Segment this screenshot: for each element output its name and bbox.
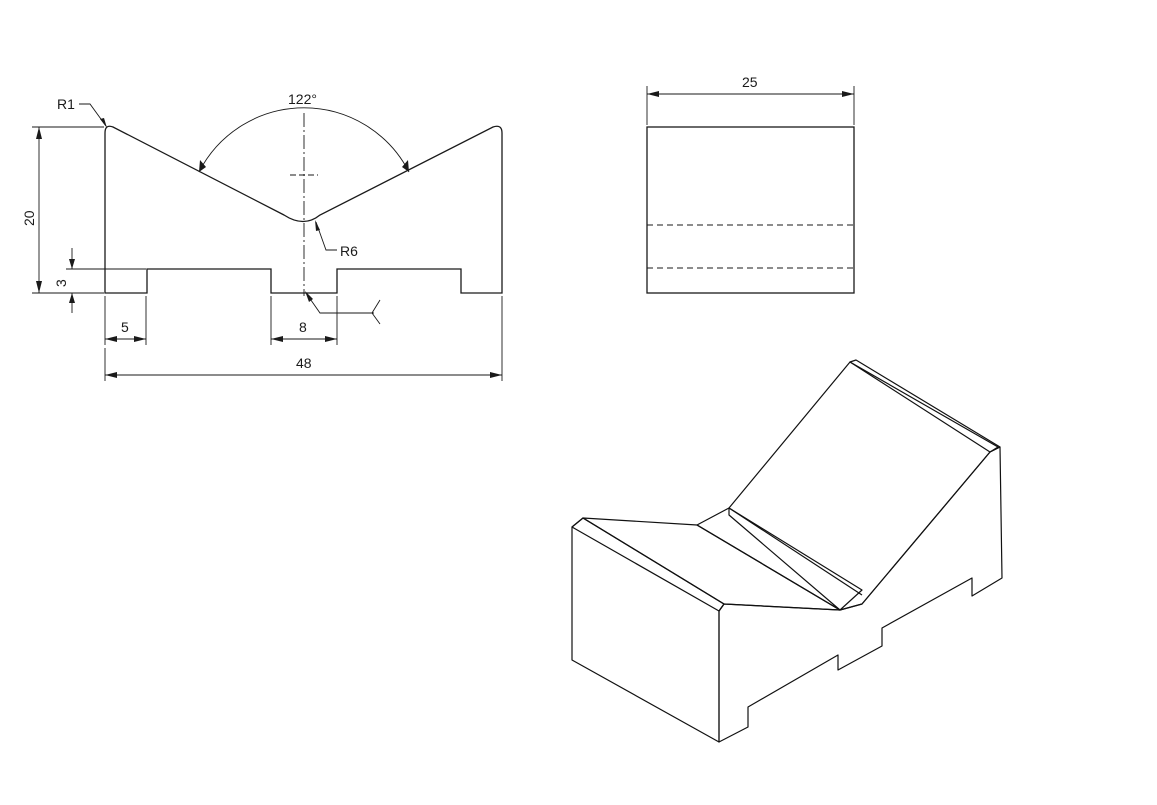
- side-depth-label: 25: [742, 74, 758, 90]
- slot-label: 8: [299, 319, 307, 335]
- iso-left-face: [571, 517, 725, 743]
- foot-arrow-right: [134, 336, 146, 342]
- foot-label: 5: [121, 319, 129, 335]
- side-view: 25: [646, 74, 855, 294]
- height-arrow-bottom: [36, 281, 42, 293]
- iso-right-round: [849, 359, 1001, 453]
- depth-arrow-bottom: [69, 293, 75, 303]
- surface-finish-leader: [305, 292, 374, 314]
- depth-arrow-top: [69, 259, 75, 269]
- groove-radius-label: R6: [340, 243, 358, 259]
- iso-right-slope: [728, 361, 999, 611]
- iso-tangent-line-1: [696, 524, 841, 611]
- groove-radius-leader: [315, 221, 337, 251]
- slot-arrow-left: [271, 336, 283, 342]
- radius-top-leader: [79, 103, 107, 127]
- height-arrow-top: [36, 127, 42, 139]
- side-arrow-left: [647, 91, 659, 97]
- angle-label: 122°: [288, 91, 317, 107]
- isometric-view: [571, 359, 1003, 743]
- overall-arrow-left: [105, 372, 117, 378]
- depth-label: 3: [53, 279, 69, 287]
- foot-arrow-left: [105, 336, 117, 342]
- angle-arrow-left: [199, 160, 206, 172]
- surface-finish-symbol: [371, 299, 381, 325]
- slot-arrow-right: [325, 336, 337, 342]
- iso-left-round: [571, 517, 725, 612]
- front-view: 122° R1 R6 20 3 5 8: [21, 91, 503, 381]
- overall-label: 48: [296, 355, 312, 371]
- iso-tangent-line-2: [728, 507, 863, 596]
- surface-finish-arrow: [305, 291, 313, 302]
- angle-dimension-arc: [198, 107, 410, 173]
- angle-arrow-right: [402, 160, 409, 172]
- front-view-outline: [104, 125, 503, 294]
- groove-radius-arrow: [315, 220, 320, 231]
- radius-top-label: R1: [57, 96, 75, 112]
- side-view-outline: [646, 126, 855, 294]
- height-label: 20: [21, 210, 37, 226]
- radius-top-arrow: [100, 118, 107, 128]
- overall-arrow-right: [490, 372, 502, 378]
- side-arrow-right: [842, 91, 854, 97]
